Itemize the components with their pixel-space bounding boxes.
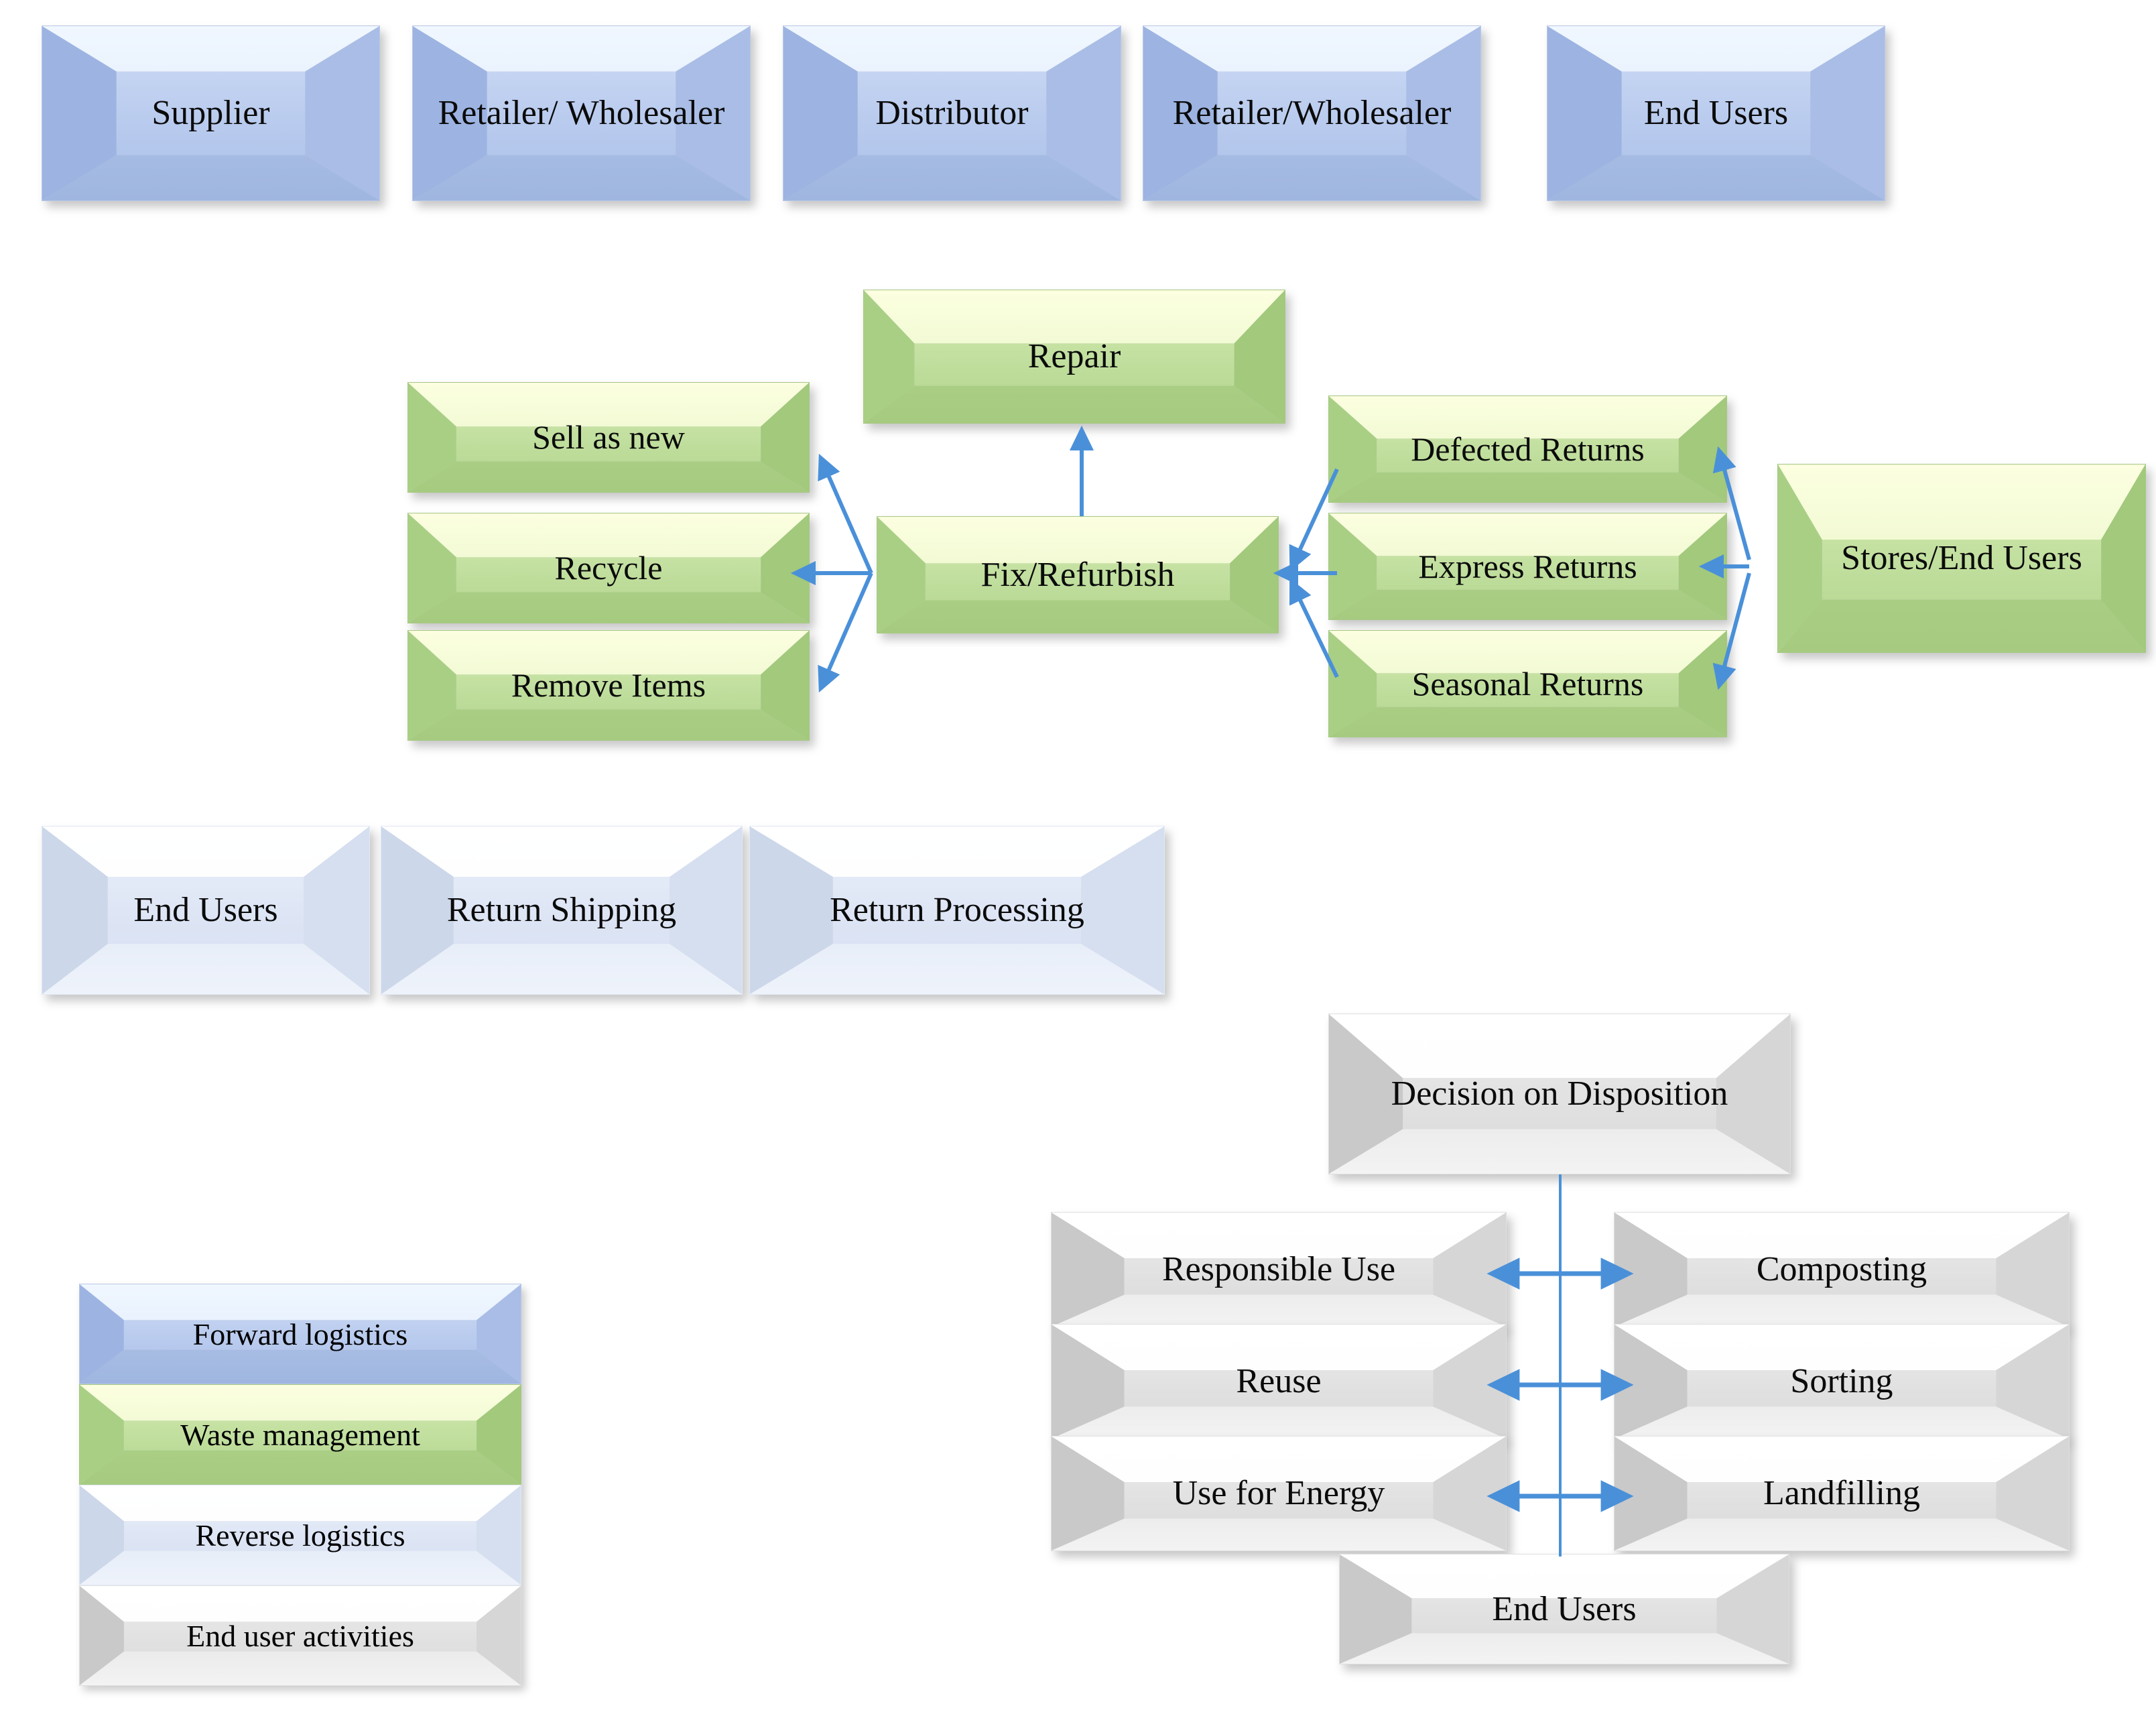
- box-face: [1052, 1213, 1506, 1327]
- forward-stage-label: Distributor: [875, 94, 1029, 133]
- reverse-stage-label: End Users: [133, 891, 278, 930]
- disposition-footer-end-users[interactable]: End Users: [1339, 1554, 1789, 1664]
- legend-item-reverse-logistics[interactable]: Reverse logistics: [79, 1485, 521, 1585]
- waste-return-label: Express Returns: [1418, 547, 1637, 585]
- legend-item-waste-management[interactable]: Waste management: [79, 1384, 521, 1485]
- box-face: [1547, 26, 1885, 200]
- box-face: [1143, 26, 1480, 200]
- box-face: [1052, 1437, 1506, 1550]
- box-face: [1052, 1325, 1506, 1439]
- reverse-stage-label: Return Shipping: [446, 891, 677, 930]
- legend-item-label: Reverse logistics: [195, 1518, 405, 1552]
- waste-output-label: Remove Items: [511, 666, 706, 704]
- legend-item-label: Waste management: [180, 1417, 420, 1452]
- waste-output-label: Recycle: [554, 549, 663, 587]
- waste-return-defected[interactable]: Defected Returns: [1328, 395, 1727, 503]
- disposition-option-composting[interactable]: Composting: [1614, 1212, 2070, 1327]
- disposition-option-label: Landfilling: [1763, 1474, 1920, 1513]
- disposition-option-label: Reuse: [1236, 1362, 1322, 1401]
- box-face: [1340, 1554, 1789, 1664]
- waste-output-label: Sell as new: [532, 418, 685, 456]
- box-face: [1614, 1325, 2069, 1439]
- legend-swatch-reverse-logistics: [80, 1485, 521, 1585]
- reverse-stage-end-users[interactable]: End Users: [42, 826, 370, 995]
- disposition-footer-label: End Users: [1492, 1589, 1637, 1628]
- disposition-option-sorting[interactable]: Sorting: [1614, 1324, 2070, 1439]
- waste-source-label: Stores/End Users: [1841, 539, 2082, 578]
- legend-item-end-user-activities[interactable]: End user activities: [79, 1585, 521, 1686]
- reverse-stage-label: Return Processing: [830, 891, 1084, 930]
- box-face: [42, 827, 369, 994]
- forward-stage-end-users[interactable]: End Users: [1547, 25, 1885, 201]
- forward-stage-retailer-wholesaler-1[interactable]: Retailer/ Wholesaler: [412, 25, 751, 201]
- disposition-option-label: Use for Energy: [1172, 1474, 1385, 1513]
- reverse-stage-return-shipping[interactable]: Return Shipping: [381, 826, 743, 995]
- box-face: [1614, 1213, 2069, 1327]
- legend-swatch-end-user-activities: [80, 1586, 521, 1685]
- waste-hub-fix-refurbish[interactable]: Fix/Refurbish: [877, 516, 1279, 633]
- waste-output-sell-as-new[interactable]: Sell as new: [407, 382, 810, 493]
- waste-hub-label: Fix/Refurbish: [980, 555, 1175, 594]
- reverse-stage-return-processing[interactable]: Return Processing: [749, 826, 1165, 995]
- legend-item-forward-logistics[interactable]: Forward logistics: [79, 1284, 521, 1384]
- box-face: [408, 383, 809, 492]
- box-face: [408, 513, 809, 623]
- waste-return-seasonal[interactable]: Seasonal Returns: [1328, 630, 1727, 737]
- box-face: [1329, 396, 1726, 502]
- box-face: [413, 26, 750, 200]
- forward-stage-label: Retailer/Wholesaler: [1172, 94, 1452, 133]
- box-face: [783, 26, 1121, 200]
- arrow-fix-to-remove-items: [818, 572, 873, 693]
- waste-output-remove-items[interactable]: Remove Items: [407, 630, 810, 741]
- box-face: [877, 517, 1278, 633]
- forward-stage-distributor[interactable]: Distributor: [783, 25, 1121, 201]
- forward-stage-label: Supplier: [151, 94, 270, 133]
- legend-item-label: End user activities: [186, 1618, 414, 1653]
- box-face: [1329, 513, 1726, 619]
- disposition-option-use-for-energy[interactable]: Use for Energy: [1051, 1436, 1507, 1551]
- disposition-option-responsible-use[interactable]: Responsible Use: [1051, 1212, 1507, 1327]
- box-face: [408, 631, 809, 740]
- waste-return-label: Defected Returns: [1411, 430, 1645, 468]
- waste-return-label: Seasonal Returns: [1411, 664, 1644, 703]
- box-face: [1329, 631, 1726, 737]
- box-face: [1329, 1014, 1790, 1174]
- arrow-fix-to-sell-as-new: [818, 453, 873, 574]
- box-face: [1778, 465, 2145, 652]
- disposition-option-label: Sorting: [1790, 1362, 1893, 1401]
- waste-output-recycle[interactable]: Recycle: [407, 513, 810, 623]
- forward-stage-label: Retailer/ Wholesaler: [438, 94, 725, 133]
- box-face: [1614, 1437, 2069, 1550]
- forward-stage-supplier[interactable]: Supplier: [42, 25, 380, 201]
- disposition-option-label: Composting: [1756, 1250, 1927, 1289]
- disposition-header[interactable]: Decision on Disposition: [1328, 1014, 1791, 1174]
- legend-swatch-forward-logistics: [80, 1284, 521, 1384]
- box-face: [381, 827, 742, 994]
- waste-repair-label: Repair: [1027, 337, 1121, 376]
- forward-stage-retailer-wholesaler-2[interactable]: Retailer/Wholesaler: [1143, 25, 1481, 201]
- legend-swatch-waste-management: [80, 1385, 521, 1484]
- waste-return-express[interactable]: Express Returns: [1328, 513, 1727, 620]
- disposition-header-label: Decision on Disposition: [1391, 1075, 1728, 1113]
- box-face: [42, 26, 379, 200]
- disposition-option-landfilling[interactable]: Landfilling: [1614, 1436, 2070, 1551]
- legend-item-label: Forward logistics: [192, 1317, 408, 1351]
- box-face: [864, 290, 1285, 423]
- legend: Forward logistics Waste management Rever…: [79, 1284, 521, 1686]
- box-face: [750, 827, 1164, 994]
- waste-source-stores-end-users[interactable]: Stores/End Users: [1777, 464, 2146, 653]
- disposition-option-reuse[interactable]: Reuse: [1051, 1324, 1507, 1439]
- disposition-option-label: Responsible Use: [1161, 1250, 1396, 1289]
- forward-stage-label: End Users: [1643, 94, 1789, 133]
- waste-repair[interactable]: Repair: [863, 290, 1285, 424]
